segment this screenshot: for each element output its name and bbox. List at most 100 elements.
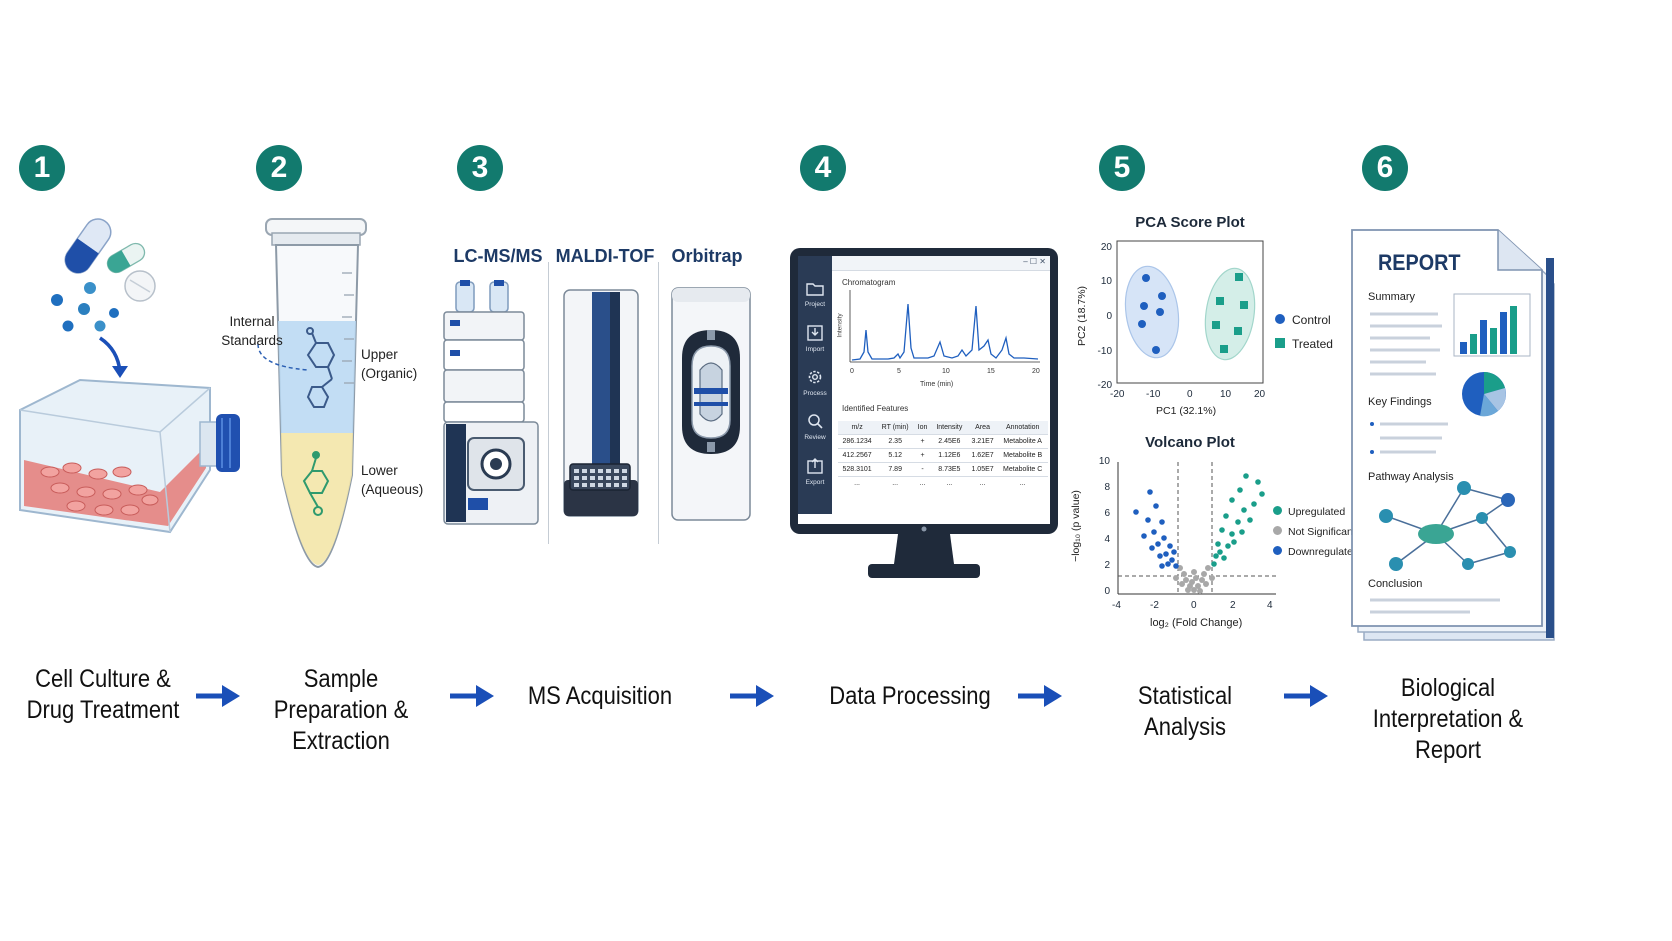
nav-label: Process (803, 390, 827, 397)
instrument-label-maldi: MALDI-TOF (555, 246, 655, 266)
column-header[interactable]: Area (975, 424, 990, 431)
title-bar (832, 256, 1050, 271)
bullet-icon (1370, 422, 1374, 454)
capsule-icon (106, 242, 146, 274)
volcano-x-label: log₂ (Fold Change) (1150, 617, 1243, 629)
nav-item-process[interactable]: Process (800, 369, 830, 397)
x-tick: -4 (1112, 600, 1121, 611)
step-2-badge: 2 (256, 145, 302, 191)
x-tick: 2 (1230, 600, 1236, 611)
internal-standard-pointer (257, 343, 309, 371)
table-row[interactable]: ... ... ... ... ... ... (838, 476, 1048, 491)
pca-y-label: PC2 (18.7%) (1076, 285, 1089, 347)
gear-icon (808, 370, 822, 384)
y-tick: 0 (1104, 586, 1110, 597)
x-tick: 20 (1254, 389, 1266, 400)
flow-arrow-icon (450, 685, 494, 707)
table-cell: 7.89 (888, 466, 902, 473)
pca-title: PCA Score Plot (1135, 214, 1245, 231)
molecule-icon (306, 327, 336, 408)
column-header[interactable]: Annotation (1005, 424, 1040, 431)
nav-item-import[interactable]: Import (800, 325, 830, 353)
pca-x-label: PC1 (32.1%) (1156, 405, 1217, 417)
upregulated-marker (1273, 506, 1282, 515)
window-controls[interactable]: – ☐ ✕ (1023, 257, 1046, 266)
x-tick: 0 (1187, 389, 1193, 400)
report-bar-chart (1453, 293, 1531, 357)
column-header[interactable]: Ion (917, 424, 928, 431)
table-cell: ... (892, 480, 899, 487)
culture-flask-icon (19, 378, 240, 534)
step-2-label: Sample Preparation & Extraction (273, 665, 409, 755)
software-sidebar (798, 256, 832, 514)
chromatogram-x-ticks: 0 5 10 15 20 (846, 368, 1046, 378)
table-row[interactable]: 286.1234 2.35 + 2.45E6 3.21E7 Metabolite… (838, 434, 1048, 449)
table-row[interactable]: 412.2567 5.12 + 1.12E6 1.62E7 Metabolite… (838, 448, 1048, 463)
step-5-label: Statistical Analysis (1137, 682, 1233, 741)
table-cell: + (920, 438, 925, 445)
y-tick: 4 (1104, 534, 1110, 545)
treated-cluster (1204, 267, 1256, 361)
step-1-label: Cell Culture & Drug Treatment (26, 665, 180, 724)
nav-item-export[interactable]: Export (800, 458, 830, 486)
table-cell: 8.73E5 (938, 466, 961, 473)
nav-label: Project (804, 301, 826, 308)
y-tick: 20 (1100, 242, 1112, 253)
step-3-label: MS Acquisition (527, 682, 673, 710)
table-row[interactable]: 528.3101 7.89 - 8.73E5 1.05E7 Metabolite… (838, 462, 1048, 477)
table-cell: ... (1019, 480, 1026, 487)
column-header[interactable]: Intensity (936, 424, 963, 431)
x-tick: 10 (942, 368, 950, 375)
column-header[interactable]: m/z (851, 424, 863, 431)
nav-item-project[interactable]: Project (800, 282, 830, 308)
flow-arrow-icon (196, 685, 240, 707)
instrument-label-orbitrap: Orbitrap (671, 246, 743, 266)
x-tick: -20 (1110, 389, 1125, 400)
y-tick: -10 (1097, 346, 1112, 357)
monitor-icon (790, 248, 1058, 578)
y-tick: 0 (1106, 311, 1112, 322)
nav-label: Review (804, 434, 826, 441)
volcano-y-ticks: 10 8 6 4 2 0 (1094, 456, 1110, 598)
volcano-legend: Upregulated Not Significant Downregulate… (1273, 502, 1359, 562)
legend-item: Treated (1275, 332, 1333, 356)
pca-x-ticks: -20 -10 0 10 20 (1110, 389, 1270, 401)
pca-plot (1116, 240, 1264, 384)
volcano-x-ticks: -4 -2 0 2 4 (1112, 600, 1282, 612)
step-4-label: Data Processing (829, 682, 991, 710)
pca-legend: Control Treated (1275, 308, 1333, 356)
treated-marker (1275, 338, 1285, 348)
y-tick: 10 (1100, 276, 1112, 287)
table-cell: 1.05E7 (971, 466, 994, 473)
table-cell: + (920, 452, 925, 459)
table-cell: - (921, 466, 924, 473)
flow-arrow-icon (730, 685, 774, 707)
divider (548, 262, 549, 544)
export-icon (807, 458, 823, 474)
legend-item: Control (1275, 308, 1333, 332)
legend-label: Downregulated (1288, 546, 1359, 558)
table-cell: ... (919, 480, 926, 487)
control-cluster (1124, 265, 1180, 359)
table-cell: 3.21E7 (971, 438, 994, 445)
table-cell: Metabolite C (1003, 466, 1043, 473)
column-header[interactable]: RT (min) (881, 424, 909, 431)
nav-item-review[interactable]: Review (800, 413, 830, 441)
legend-item: Not Significant (1273, 522, 1359, 542)
legend-item: Upregulated (1273, 502, 1359, 522)
chromatogram-title: Chromatogram (842, 278, 896, 287)
step-4-badge: 4 (800, 145, 846, 191)
volcano-plot (1117, 462, 1276, 595)
flow-arrow-icon (1018, 685, 1062, 707)
table-cell: 528.3101 (842, 466, 872, 473)
table-cell: ... (854, 480, 861, 487)
y-tick: -20 (1097, 380, 1112, 391)
legend-item: Downregulated (1273, 542, 1359, 562)
report-section-key-findings: Key Findings (1368, 396, 1432, 408)
y-tick: 10 (1098, 456, 1110, 467)
instrument-label-lcms: LC-MS/MS (453, 246, 543, 266)
drug-droplets (51, 282, 119, 332)
table-cell: 412.2567 (842, 452, 872, 459)
flow-arrow-icon (1284, 685, 1328, 707)
table-cell: Metabolite A (1003, 438, 1042, 445)
